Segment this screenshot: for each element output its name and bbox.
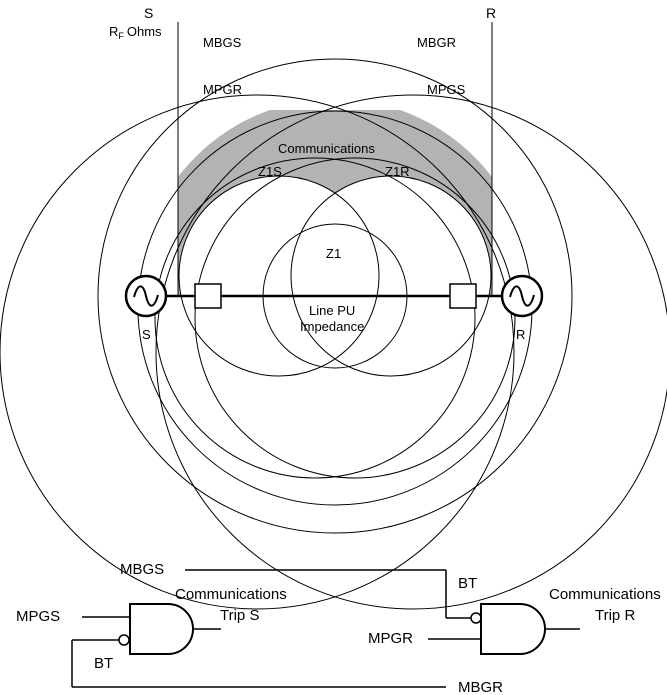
impedance-label: Impedance — [300, 319, 364, 334]
z1-label: Z1 — [326, 246, 341, 261]
trip-s-output-label: Trip S — [220, 607, 259, 624]
bt-label-left: BT — [94, 655, 113, 672]
mpgs-label: MPGS — [427, 82, 466, 97]
line-pu-label: Line PU — [309, 303, 355, 318]
breaker-s — [194, 283, 222, 309]
communications-label: Communications — [278, 141, 375, 156]
mpgr-input-label: MPGR — [368, 630, 413, 647]
source-s-top-label: S — [144, 5, 153, 21]
mpgs-input-label: MPGS — [16, 608, 60, 625]
mbgs-input-label: MBGS — [120, 561, 164, 578]
bt-label-right: BT — [458, 575, 477, 592]
source-r — [500, 274, 544, 318]
source-r-bottom-label: R — [516, 327, 525, 342]
mbgr-label: MBGR — [417, 35, 456, 50]
mpgs-circle-3 — [194, 157, 516, 479]
source-s — [124, 274, 168, 318]
z1s-label: Z1S — [258, 164, 282, 179]
z1r-circle — [290, 175, 492, 377]
and-gate-icon — [129, 603, 194, 655]
trip-r-logic: MBGS BT MPGR Communications Trip R — [120, 561, 661, 655]
mbgs-circle — [0, 94, 515, 610]
trip-r-output-label: Trip R — [595, 607, 635, 624]
mpgr-circle — [97, 58, 573, 534]
trip-r-output-title: Communications — [549, 586, 661, 603]
trip-s-logic: MPGS BT MBGR Communications Trip S — [16, 586, 503, 695]
breaker-r — [449, 283, 477, 309]
inversion-bubble-icon — [118, 634, 130, 646]
source-s-bottom-label: S — [142, 327, 151, 342]
inversion-bubble-icon — [470, 612, 482, 624]
mbgr-input-label: MBGR — [458, 679, 503, 695]
z1r-label: Z1R — [385, 164, 410, 179]
mpgs-circle-2 — [154, 157, 476, 479]
communications-shaded-region — [178, 110, 492, 296]
mbgr-circle — [155, 94, 667, 610]
and-gate-icon — [480, 603, 546, 655]
z1s-circle — [178, 175, 380, 377]
trip-s-output-title: Communications — [175, 586, 287, 603]
mpgr-label: MPGR — [203, 82, 242, 97]
source-r-top-label: R — [486, 5, 496, 21]
sine-wave-icon — [509, 285, 535, 307]
mbgs-label: MBGS — [203, 35, 242, 50]
sine-wave-icon — [133, 285, 159, 307]
